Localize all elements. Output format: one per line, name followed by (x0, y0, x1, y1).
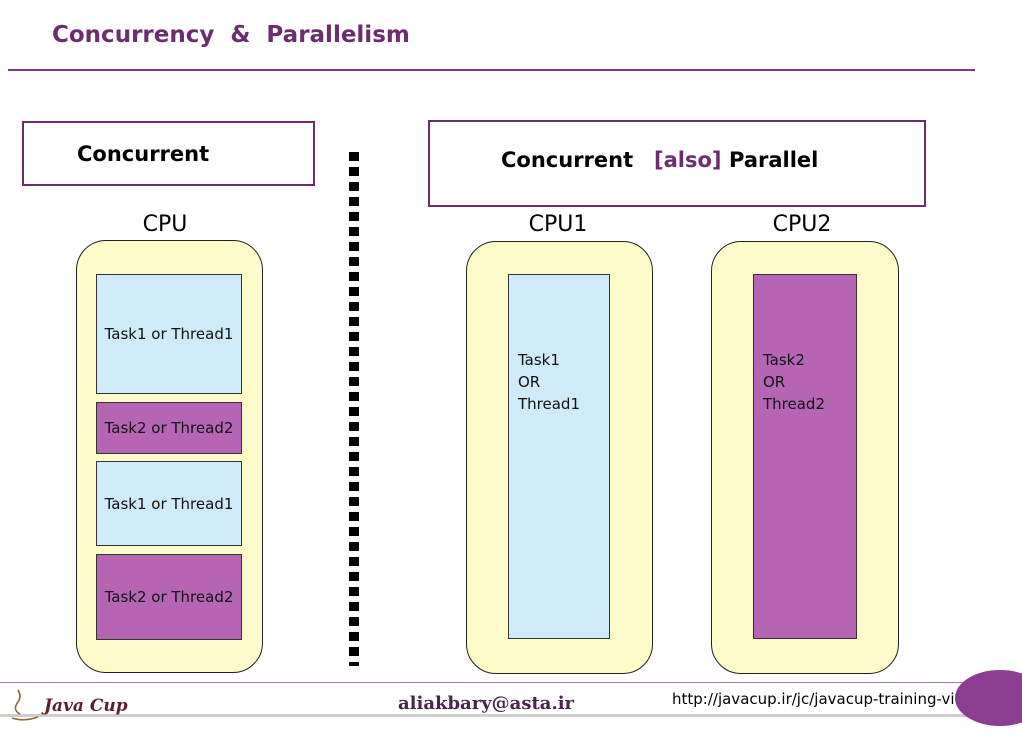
task-slice: Task2 or Thread2 (96, 554, 242, 640)
corner-decoration (955, 670, 1022, 726)
title-underline (8, 69, 975, 71)
task-slice: Task2 or Thread2 (96, 402, 242, 454)
footer-line (0, 682, 1000, 683)
footer-bar (0, 714, 1022, 717)
task-slice: Task1 or Thread1 (96, 461, 242, 546)
slide-title: Concurrency & Parallelism (52, 22, 410, 48)
parallel-heading-part1: Concurrent (501, 148, 634, 172)
thread1-task: Task1 OR Thread1 (508, 274, 610, 639)
thread2-task: Task2 OR Thread2 (753, 274, 857, 639)
footer-email: aliakbary@asta.ir (398, 693, 575, 714)
javacup-logo: Java Cup (11, 689, 128, 721)
logo-text: Java Cup (41, 696, 128, 716)
parallel-heading-part2: Parallel (729, 148, 819, 172)
concurrent-heading: Concurrent (77, 142, 210, 166)
dotted-divider (349, 152, 359, 666)
task-slice: Task1 or Thread1 (96, 274, 242, 394)
cpu2-label: CPU2 (772, 212, 832, 237)
parallel-heading-also: [also] (654, 148, 722, 172)
cpu-label: CPU (142, 212, 188, 237)
footer-url-link[interactable]: http://javacup.ir/jc/javacup-training-vi… (672, 690, 996, 708)
cpu1-label: CPU1 (528, 212, 588, 237)
parallel-heading-box: Concurrent [also] Parallel (428, 120, 926, 207)
concurrent-heading-box: Concurrent (22, 121, 315, 186)
